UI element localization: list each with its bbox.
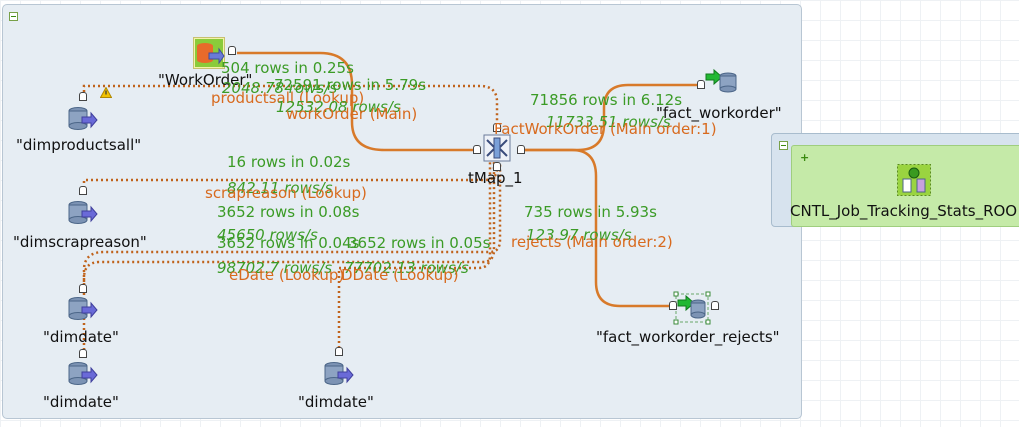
fact-workorder-rejects-db-output-icon[interactable] xyxy=(672,290,712,326)
rejects-link-label: rejects (Main order:2) xyxy=(511,233,673,251)
tmap-input-port[interactable] xyxy=(473,145,481,154)
fact-workorder-rejects-output-port[interactable] xyxy=(711,301,719,310)
dimscrapreason-label: "dimscrapreason" xyxy=(13,233,147,251)
tmap-label: tMap_1 xyxy=(468,169,523,187)
main-link-rate: 2048.78 rows/s xyxy=(222,79,338,97)
workorder-db-input-icon[interactable] xyxy=(193,37,225,69)
dimdate-1-port[interactable] xyxy=(79,284,87,293)
workorder-label: "WorkOrder" xyxy=(158,71,253,89)
dimscrapreason-port[interactable] xyxy=(79,186,87,195)
dimdate-1-db-input-icon[interactable] xyxy=(66,296,98,324)
product-link-label: productsall (Lookup) xyxy=(211,89,365,107)
fact-link-rate: 11733.51 rows/s xyxy=(546,113,671,131)
dimproductsall-port[interactable] xyxy=(79,92,87,101)
subjob-main[interactable] xyxy=(2,4,802,419)
subjob-cntl-collapse-toggle[interactable] xyxy=(779,141,788,150)
tmap-bottom-port[interactable] xyxy=(493,162,501,171)
dimscrapreason-db-input-icon[interactable] xyxy=(66,200,98,228)
link-sdate-lookup xyxy=(82,162,502,292)
dimdate-3-port[interactable] xyxy=(335,347,343,356)
dimdate-1-label: "dimdate" xyxy=(43,328,119,346)
rejects-link-rate: 123.97 rows/s xyxy=(526,226,632,244)
dimdate-3-db-input-icon[interactable] xyxy=(322,361,354,389)
link-workorder-main xyxy=(237,51,478,152)
rejects-link-stats: 735 rows in 5.93s xyxy=(524,203,657,221)
product-link-stats: 72591 rows in 5.79s xyxy=(274,76,427,94)
sdate-link-stats: 3652 rows in 0.08s xyxy=(217,203,360,221)
edate-link-rate: 98702.7 rows/s xyxy=(217,259,333,277)
link-factworkorder xyxy=(522,83,700,152)
fact-link-stats: 71856 rows in 6.12s xyxy=(530,91,683,109)
cntl-job-icon[interactable] xyxy=(897,164,931,196)
fact-workorder-rejects-input-port[interactable] xyxy=(669,301,677,310)
scrap-link-label: scrapreason (Lookup) xyxy=(205,184,367,202)
main-link-stats: 504 rows in 0.25s xyxy=(221,59,354,77)
dimdate-3-label: "dimdate" xyxy=(298,393,374,411)
expand-plus-icon[interactable]: + xyxy=(800,151,810,164)
tmap-top-port[interactable] xyxy=(493,123,501,132)
dimproductsall-db-input-icon[interactable] xyxy=(66,106,98,134)
ddate-link-stats: 3652 rows in 0.05s xyxy=(348,234,491,252)
link-rejects xyxy=(522,148,672,308)
scrap-link-stats: 16 rows in 0.02s xyxy=(227,153,351,171)
fact-workorder-db-output-icon[interactable] xyxy=(704,68,738,96)
cntl-job-label: CNTL_Job_Tracking_Stats_ROO xyxy=(790,202,1018,220)
ddate-link-rate: 77702.13 rows/s xyxy=(344,259,469,277)
ddate-link-label: DDate (Lookup) xyxy=(341,266,459,284)
sdate-link-rate: 45650 rows/s xyxy=(217,226,318,244)
edate-link-stats: 3652 rows in 0.04s xyxy=(217,234,360,252)
fact-workorder-label: "fact_workorder" xyxy=(656,104,782,122)
tmap-output-port[interactable] xyxy=(517,145,525,154)
product-link-rate: 12532.08 rows/s xyxy=(276,98,401,116)
workorder-port[interactable] xyxy=(228,46,236,55)
dimdate-2-label: "dimdate" xyxy=(43,393,119,411)
fact-link-label: FactWorkOrder (Main order:1) xyxy=(494,120,717,138)
warning-icon xyxy=(100,87,112,98)
dimdate-2-port[interactable] xyxy=(79,349,87,358)
dimdate-2-db-input-icon[interactable] xyxy=(66,361,98,389)
subjob-collapse-toggle[interactable] xyxy=(9,12,18,21)
tmap-icon[interactable] xyxy=(481,132,513,164)
dimproductsall-label: "dimproductsall" xyxy=(16,136,142,154)
fact-workorder-rejects-label: "fact_workorder_rejects" xyxy=(596,328,780,346)
main-link-label: workOrder (Main) xyxy=(286,105,418,123)
fact-workorder-input-port[interactable] xyxy=(697,80,705,89)
scrap-link-rate: 842.11 rows/s xyxy=(227,179,333,197)
edate-link-label: eDate (Lookup) xyxy=(229,266,345,284)
